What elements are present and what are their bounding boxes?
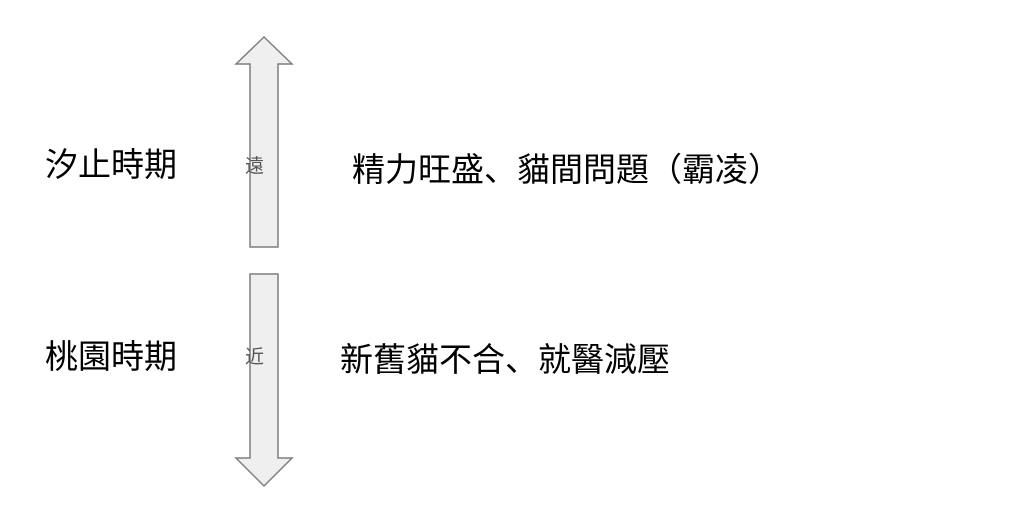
down-arrow [234, 273, 294, 488]
description-taoyuan: 新舊貓不合、就醫減壓 [340, 340, 670, 379]
up-arrow [234, 35, 294, 248]
description-xizhi: 精力旺盛、貓間問題（霸凌） [352, 150, 781, 189]
period-label-taoyuan: 桃園時期 [45, 337, 177, 376]
far-label: 遠 [245, 155, 265, 177]
period-label-xizhi: 汐止時期 [45, 145, 177, 184]
near-label: 近 [245, 346, 265, 368]
